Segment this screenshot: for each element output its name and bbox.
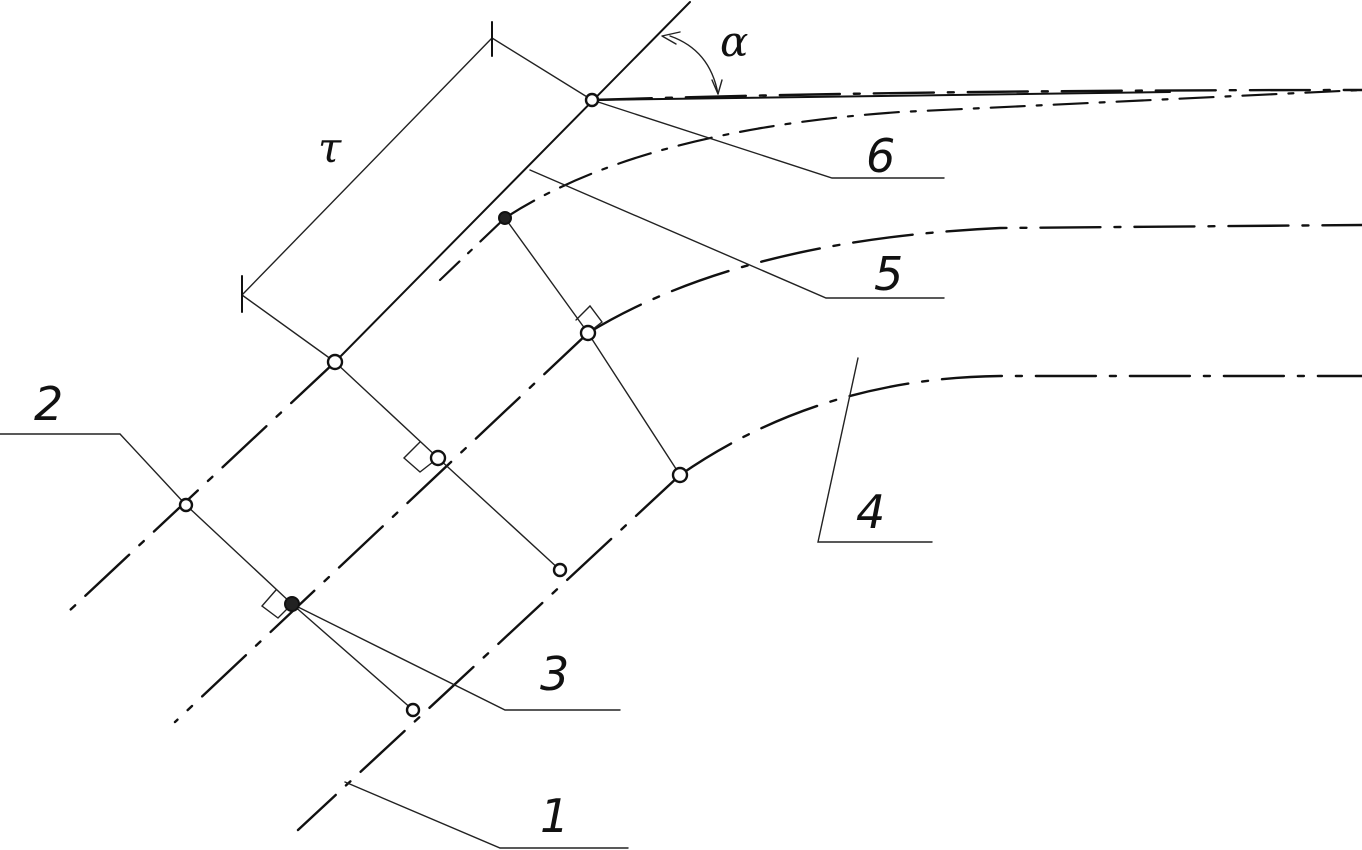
curve-top xyxy=(590,88,1362,102)
perp-left-lower xyxy=(291,603,414,711)
right-angle-marks xyxy=(260,304,603,619)
node-hollow xyxy=(405,702,421,718)
node-hollow xyxy=(579,324,597,342)
perp-second xyxy=(504,217,589,334)
label-1: 1 xyxy=(540,789,569,843)
curve-second xyxy=(503,88,1362,220)
axis-top-inclined-lower xyxy=(66,360,337,614)
leader-6 xyxy=(591,99,945,179)
label-5: 5 xyxy=(874,247,903,301)
right-angle-mark-1 xyxy=(402,441,439,473)
axis-middle-inclined xyxy=(173,331,590,724)
curve-third xyxy=(586,223,1362,335)
label-3: 3 xyxy=(540,647,569,701)
node-hollow xyxy=(178,497,194,513)
alpha-reference xyxy=(591,31,1171,101)
axis-bottom-inclined xyxy=(296,473,682,832)
label-4: 4 xyxy=(856,485,885,539)
node-hollow xyxy=(326,353,344,371)
leader-lines xyxy=(0,99,945,849)
perp-top xyxy=(491,37,593,101)
perp-lower xyxy=(437,457,561,571)
node-solid xyxy=(498,211,512,225)
label-alpha: α xyxy=(720,17,748,66)
node-hollow xyxy=(552,562,568,578)
label-6: 6 xyxy=(866,129,895,183)
axis-top-inclined xyxy=(334,1,691,363)
leader-3 xyxy=(291,603,621,711)
node-hollow xyxy=(584,92,600,108)
perp-upper-left xyxy=(241,294,336,363)
right-angle-mark-2 xyxy=(575,304,603,334)
horizontal-reference-line xyxy=(591,91,1171,101)
alpha-arrow-head xyxy=(661,31,681,45)
label-tau: τ xyxy=(318,123,342,172)
right-angle-mark-3 xyxy=(260,589,293,619)
tau-dimension-line xyxy=(241,37,493,296)
node-solid xyxy=(284,596,300,612)
labels: 1 2 3 4 5 6 τ α xyxy=(34,17,903,843)
axis-second-inclined xyxy=(438,216,507,282)
label-2: 2 xyxy=(34,377,63,431)
nodes xyxy=(178,92,689,718)
perp-second-lower xyxy=(587,332,681,476)
inclined-axes xyxy=(66,1,691,832)
connectors xyxy=(185,21,681,711)
alpha-arrow-head-2 xyxy=(711,79,723,95)
leader-4 xyxy=(817,357,933,543)
node-hollow xyxy=(671,466,689,484)
curve-bottom xyxy=(678,374,1362,477)
leader-5 xyxy=(529,169,945,299)
perp-upper xyxy=(334,361,439,459)
curved-axes xyxy=(503,88,1362,477)
alpha-arc xyxy=(669,35,719,95)
node-hollow xyxy=(429,449,447,467)
perp-left xyxy=(185,504,293,605)
leader-1 xyxy=(344,781,629,849)
leader-2 xyxy=(0,433,187,506)
